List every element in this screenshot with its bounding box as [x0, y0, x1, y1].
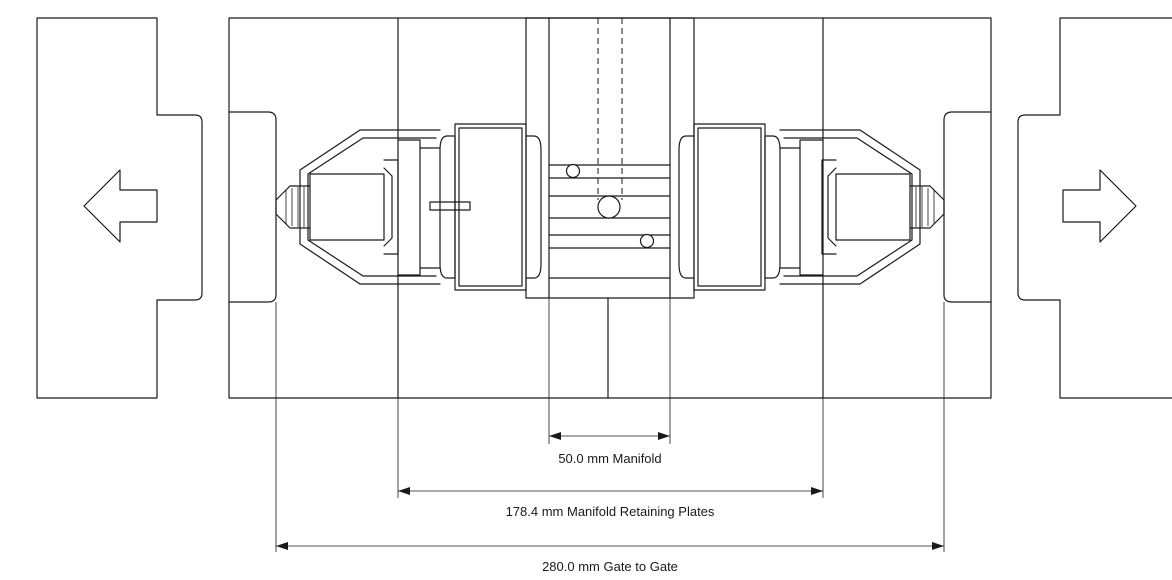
right-nozzle-assembly [678, 123, 945, 291]
left-clamp-block [36, 17, 203, 399]
dimension-label-manifold: 50.0 mm Manifold [558, 451, 661, 466]
dimension-label-gate-to-gate: 280.0 mm Gate to Gate [542, 559, 678, 574]
dimension-manifold: 50.0 mm Manifold [548, 298, 671, 466]
arrow-left-icon [83, 169, 158, 243]
arrow-right-icon [1062, 169, 1137, 243]
right-clamp-block [1017, 17, 1172, 399]
manifold-column [525, 17, 695, 299]
left-nozzle-assembly [275, 123, 542, 291]
dimension-retaining-plates: 178.4 mm Manifold Retaining Plates [397, 398, 824, 519]
dimension-gate-to-gate: 280.0 mm Gate to Gate [275, 302, 945, 574]
dimension-label-retaining-plates: 178.4 mm Manifold Retaining Plates [506, 504, 715, 519]
